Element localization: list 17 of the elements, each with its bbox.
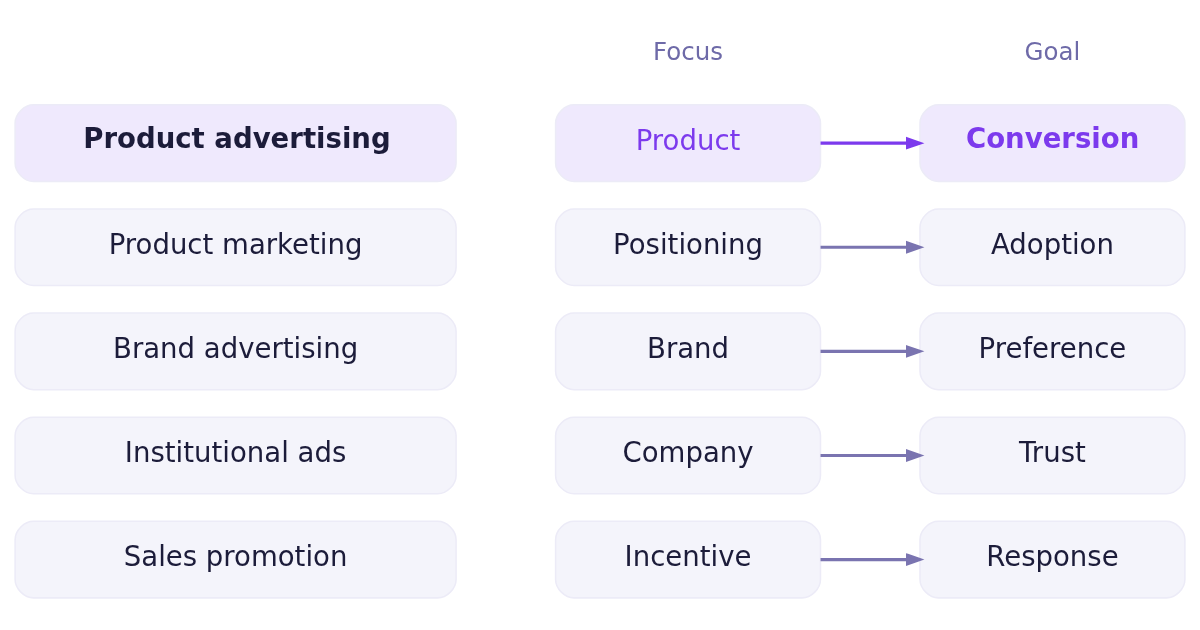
- node-box: Product: [554, 104, 822, 183]
- node-box: Conversion: [919, 104, 1186, 183]
- node-box: Incentive: [554, 520, 822, 599]
- arrow: [820, 553, 925, 567]
- label: Focus: [653, 37, 724, 67]
- node-box: Adoption: [919, 208, 1186, 287]
- node-box: Brand: [554, 312, 822, 391]
- node-box: Trust: [919, 416, 1186, 495]
- node-box: Company: [554, 416, 822, 495]
- arrow: [820, 136, 925, 150]
- node-box: Preference: [919, 312, 1186, 391]
- arrow: [820, 240, 925, 254]
- node-box: Positioning: [554, 208, 822, 287]
- node-box: Response: [919, 520, 1186, 599]
- label: Goal: [1024, 37, 1081, 67]
- arrow: [820, 344, 925, 358]
- arrow: [820, 449, 925, 462]
